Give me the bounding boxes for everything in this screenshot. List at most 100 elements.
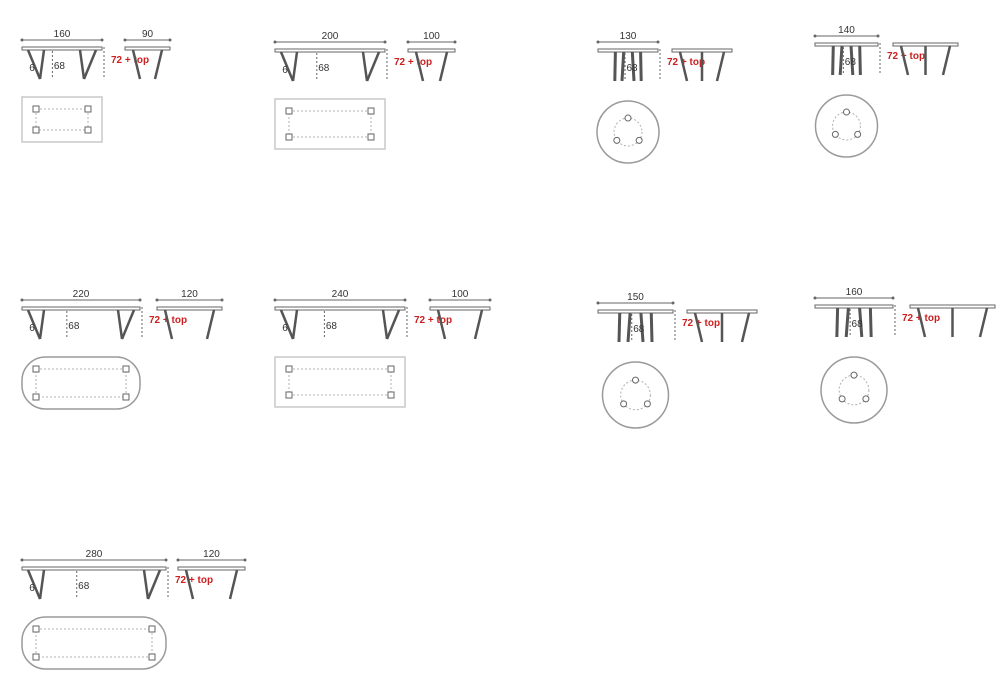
leg-foot-mark [632,376,639,384]
table-leg [835,307,840,338]
length-dimension-label: 130 [620,31,637,42]
leg-foot-mark [831,130,839,138]
depth-dimension-label: 100 [452,289,469,300]
leg-foot-mark [32,126,40,134]
depth-dimension-label: 100 [423,31,440,42]
length-dimension-end-right [403,298,407,302]
table-leg [381,309,389,340]
table-leg [868,307,873,338]
length-dimension-end-left [20,38,24,42]
leg-foot-mark [285,365,293,373]
leg-height-label: 68 [326,321,338,332]
table-leg [899,45,910,76]
table-leg [78,49,86,80]
leg-foot-mark [148,653,156,661]
offset-label: 6 [29,583,35,594]
leg-footprint [288,368,392,396]
tabletop-end [909,304,996,309]
tabletop-end [892,42,959,47]
depth-dimension-end-right [488,298,492,302]
table-leg [916,307,927,338]
leg-foot-mark [84,105,92,113]
tabletop-end [686,309,758,314]
leg-foot-mark [84,126,92,134]
tabletop-end [156,306,223,311]
tabletop-end [407,48,456,53]
leg-height-label: 68 [318,63,330,74]
table-leg [715,51,726,82]
leg-foot-mark [367,133,375,141]
leg-footprint [35,368,127,398]
table-leg [978,307,989,338]
table-leg [844,307,850,338]
depth-dimension-end-left [155,298,159,302]
leg-foot-mark [122,365,130,373]
leg-height-label: 68 [633,324,645,335]
length-dimension-label: 140 [838,25,855,36]
tabletop-side [21,46,103,51]
length-dimension-label: 150 [627,292,644,303]
leg-foot-mark [32,653,40,661]
depth-dimension-end-right [243,558,247,562]
table-leg [38,309,46,340]
tabletop-plan [820,356,888,424]
length-dimension-end-left [596,301,600,305]
depth-dimension-label: 120 [203,549,220,560]
leg-foot-mark [285,391,293,399]
depth-dimension-end-right [220,298,224,302]
table-leg [291,309,299,340]
length-dimension-end-right [656,40,660,44]
tabletop-side [21,566,167,571]
length-dimension-label: 200 [322,31,339,42]
leg-height-label: 68 [78,581,90,592]
depth-dimension-label: 120 [181,289,198,300]
table-leg [436,309,447,340]
depth-dimension-end-left [406,40,410,44]
leg-foot-mark [624,114,632,122]
length-dimension-end-right [100,38,104,42]
tabletop-plan [21,96,103,143]
length-dimension-end-left [813,34,817,38]
leg-foot-mark [635,136,643,144]
table-leg [831,45,835,76]
tabletop-end [124,46,171,51]
leg-height-label: 68 [626,63,638,74]
depth-dimension-end-right [453,40,457,44]
leg-foot-mark [843,108,850,116]
table-leg [858,45,862,76]
table-leg [146,569,162,600]
tabletop-plan [21,616,167,670]
table-leg [649,312,654,343]
table-leg [639,51,643,82]
length-dimension-end-left [813,296,817,300]
tabletop-plan [274,356,406,408]
length-dimension-end-right [876,34,880,38]
length-dimension-end-right [891,296,895,300]
table-leg [131,49,142,80]
offset-label: 6 [29,63,35,74]
table-leg [473,309,484,340]
leg-foot-mark [32,365,40,373]
leg-height-label: 68 [845,57,857,68]
tabletop-side [597,48,659,53]
length-dimension-end-right [671,301,675,305]
table-leg [620,51,626,82]
leg-foot-mark [850,371,858,379]
offset-label: 6 [282,65,288,76]
table-leg [838,45,844,76]
leg-foot-mark [148,625,156,633]
leg-height-label: 68 [54,61,66,72]
leg-foot-mark [32,105,40,113]
table-leg [414,51,425,82]
table-leg [291,51,299,82]
table-leg [693,312,704,343]
table-leg [365,51,381,82]
leg-foot-mark [620,400,628,408]
